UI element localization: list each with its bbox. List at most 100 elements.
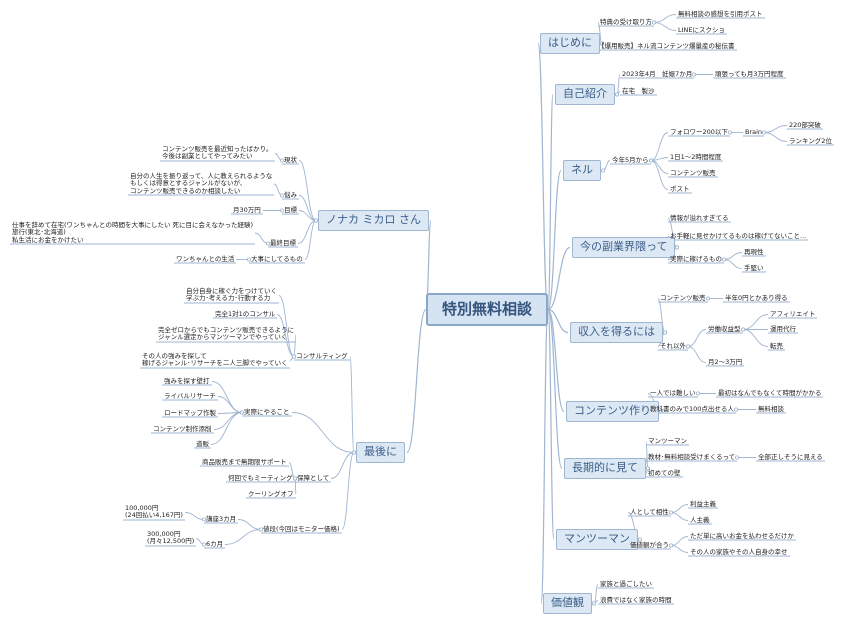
topic-sg2d[interactable]: コンテンツ制作添削 xyxy=(153,425,212,433)
topic-saigo[interactable]: 最後に xyxy=(356,442,405,463)
junction-sg4 xyxy=(351,450,356,455)
connector-f3a xyxy=(723,252,743,260)
topic-h1a[interactable]: 無料相談の感想を引用ポスト xyxy=(678,10,763,18)
topic-n1d[interactable]: ポスト xyxy=(670,185,690,193)
topic-sg4a1[interactable]: 100,000円 (24回払い4,167円) xyxy=(125,504,183,520)
topic-neru[interactable]: ネル xyxy=(563,160,601,181)
topic-n1a[interactable]: フォロワー200以下 xyxy=(670,128,728,136)
topic-sg3c[interactable]: クーリングオフ xyxy=(248,490,294,498)
topic-l1[interactable]: マンツーマン xyxy=(648,437,687,445)
topic-sg2e[interactable]: 道販 xyxy=(196,440,209,448)
topic-m2[interactable]: 価値観が合う xyxy=(630,541,669,549)
root-topic[interactable]: 特別無料相談 xyxy=(426,293,549,327)
topic-sg2c[interactable]: ロードマップ作製 xyxy=(164,409,216,417)
topic-m1[interactable]: 人として相性 xyxy=(630,508,669,516)
topic-c2[interactable]: 教科書のみで100点出せる人 xyxy=(650,405,734,413)
topic-n1a1b[interactable]: ランキング2位 xyxy=(789,137,832,145)
topic-c1[interactable]: 一人では難しい xyxy=(650,389,696,397)
topic-k2[interactable]: 浪費ではなく家族の時間 xyxy=(600,596,672,604)
topic-cl1[interactable]: 現状 xyxy=(284,156,297,164)
topic-s2[interactable]: それ以外 xyxy=(660,342,686,350)
topic-s2a[interactable]: 労働収益型 xyxy=(708,325,741,333)
connector-choki xyxy=(547,308,563,470)
topic-sg4b[interactable]: 6カ月 xyxy=(206,540,224,548)
topic-fukugyo[interactable]: 今の副業界隈って xyxy=(572,237,676,258)
connector-sg2b xyxy=(217,396,243,413)
topic-h2[interactable]: 【爆用販売】ネル流コンテンツ爆量産の秘伝書 xyxy=(598,42,735,50)
topic-n1c[interactable]: コンテンツ販売 xyxy=(670,169,716,177)
topic-cl5a[interactable]: ワンちゃんとの生活 xyxy=(176,255,235,263)
topic-sg1d[interactable]: その人の強みを探して 稼げるジャンル･リサーチを二人三脚でやっていく xyxy=(142,352,288,368)
topic-l2[interactable]: 教材･無料相談受けまくるって xyxy=(648,453,736,461)
topic-j2[interactable]: 在宅 製沙 xyxy=(622,87,655,95)
topic-h1b[interactable]: LINEにスクショ xyxy=(678,26,726,34)
topic-n1a1a[interactable]: 220部突破 xyxy=(789,121,821,129)
topic-sg1a[interactable]: 自分自身に稼ぐ力をつけていく 学ぶ力･考える力･行動する力 xyxy=(186,287,277,303)
topic-m1b[interactable]: 人主義 xyxy=(690,516,710,524)
topic-kachi[interactable]: 価値観 xyxy=(543,593,592,614)
topic-f1[interactable]: 情報が溢れすぎてる xyxy=(670,214,729,222)
junction-n1a1b xyxy=(762,130,767,135)
topic-client[interactable]: ノナカ ミカロ さん xyxy=(318,210,429,231)
topic-m2b[interactable]: その人の家族やその人自身の幸せ xyxy=(690,548,788,556)
junction-l3 xyxy=(646,466,651,471)
topic-f2[interactable]: お手軽に見せかけてるものは稼げてないこと... xyxy=(670,232,807,240)
junction-sg4b xyxy=(258,527,263,532)
topic-n1[interactable]: 今年5月から xyxy=(612,156,649,164)
topic-sg4b1[interactable]: 300,000円 (月々12,500円) xyxy=(147,530,195,546)
connector-sg4b xyxy=(224,529,262,545)
topic-jiko[interactable]: 自己紹介 xyxy=(555,84,615,105)
topic-f3b[interactable]: 手堅い xyxy=(744,264,764,272)
topic-cl5[interactable]: 大事にしてるもの xyxy=(251,255,303,263)
topic-h1[interactable]: 特典の受け取り方 xyxy=(600,18,652,26)
topic-k1[interactable]: 家族と過ごしたい xyxy=(600,580,652,588)
topic-sg4[interactable]: 値段(今回はモニター価格) xyxy=(263,525,340,533)
topic-s2a3[interactable]: 転売 xyxy=(770,342,783,350)
topic-cl3a[interactable]: 月30万円 xyxy=(233,206,261,214)
topic-n1b[interactable]: 1日1〜2時間程度 xyxy=(670,153,722,161)
topic-sg1b[interactable]: 完全1対1のコンサル xyxy=(215,310,276,318)
topic-s2b[interactable]: 月2〜3万円 xyxy=(708,358,743,366)
topic-shunyu[interactable]: 収入を得るには xyxy=(570,322,663,343)
topic-f3a[interactable]: 再現性 xyxy=(744,248,764,256)
junction-cl3a xyxy=(279,208,284,213)
topic-c1a[interactable]: 最初はなんでもなくて時間がかかる xyxy=(718,389,822,397)
topic-choki[interactable]: 長期的に見て xyxy=(564,458,646,479)
topic-c2a[interactable]: 無料相談 xyxy=(758,405,784,413)
topic-sg3[interactable]: 保障として xyxy=(297,474,330,482)
topic-n1a1[interactable]: Brain xyxy=(745,128,763,136)
topic-hajimeni[interactable]: はじめに xyxy=(540,33,600,54)
junction-h1b xyxy=(652,20,657,25)
topic-j1[interactable]: 2023年4月 妊娠7か月 xyxy=(622,70,693,78)
topic-cl1a[interactable]: コンテンツ販売を最近知ったばかり。 今後は副業としてやってみたい xyxy=(162,145,273,161)
topic-cl2[interactable]: 悩み xyxy=(284,191,297,199)
topic-cl4[interactable]: 最終目標 xyxy=(270,239,296,247)
junction-s2 xyxy=(663,330,668,335)
topic-l2a[interactable]: 全部正しそうに見える xyxy=(758,453,823,461)
topic-contents[interactable]: コンテンツ作り xyxy=(566,401,659,422)
topic-cl4a[interactable]: 仕事を辞めて在宅(ワンちゃんとの時間を大事にしたい 死に目に会えなかった経験) … xyxy=(12,221,254,244)
topic-cl3[interactable]: 目標 xyxy=(284,206,297,214)
connector-m2a xyxy=(670,536,689,546)
topic-sg1[interactable]: コンサルティング xyxy=(296,352,348,360)
topic-sg3a[interactable]: 商品販売まで無期限サポート xyxy=(202,458,287,466)
topic-cl2a[interactable]: 自分の人生を振り返って、人に教えられるような もしくは得意とするジャンルがないが… xyxy=(130,172,273,195)
topic-s1a[interactable]: 半年0円とかあり得る xyxy=(725,294,788,302)
topic-s1[interactable]: コンテンツ販売 xyxy=(660,294,706,302)
topic-sg1c[interactable]: 完全ゼロからでもコンテンツ販売できるように ジャンル選定からマンツーマンでやって… xyxy=(158,326,295,342)
topic-sg2a[interactable]: 強みを探す壁打 xyxy=(164,377,210,385)
topic-m2a[interactable]: ただ単に高いお金を払わせるだけか xyxy=(690,532,794,540)
junction-cl1a xyxy=(279,158,284,163)
topic-l3[interactable]: 初めての壁 xyxy=(648,469,681,477)
topic-f3[interactable]: 実際に稼げるもの xyxy=(670,255,722,263)
topic-m1a[interactable]: 利益主義 xyxy=(690,500,716,508)
topic-s2a2[interactable]: 運用代行 xyxy=(770,325,796,333)
topic-sg3b[interactable]: 何回でもミーティング xyxy=(228,474,293,482)
topic-sg4a[interactable]: 講座3カ月 xyxy=(206,515,237,523)
topic-j1a[interactable]: 頑張っても月3万円程度 xyxy=(715,70,784,78)
topic-sg2b[interactable]: ライバルリサーチ xyxy=(164,392,216,400)
connector-shunyu xyxy=(547,308,569,334)
topic-s2a1[interactable]: アフィリエイト xyxy=(770,310,816,318)
topic-sg2[interactable]: 実際にやること xyxy=(244,408,290,416)
topic-man[interactable]: マンツーマン xyxy=(556,529,638,550)
